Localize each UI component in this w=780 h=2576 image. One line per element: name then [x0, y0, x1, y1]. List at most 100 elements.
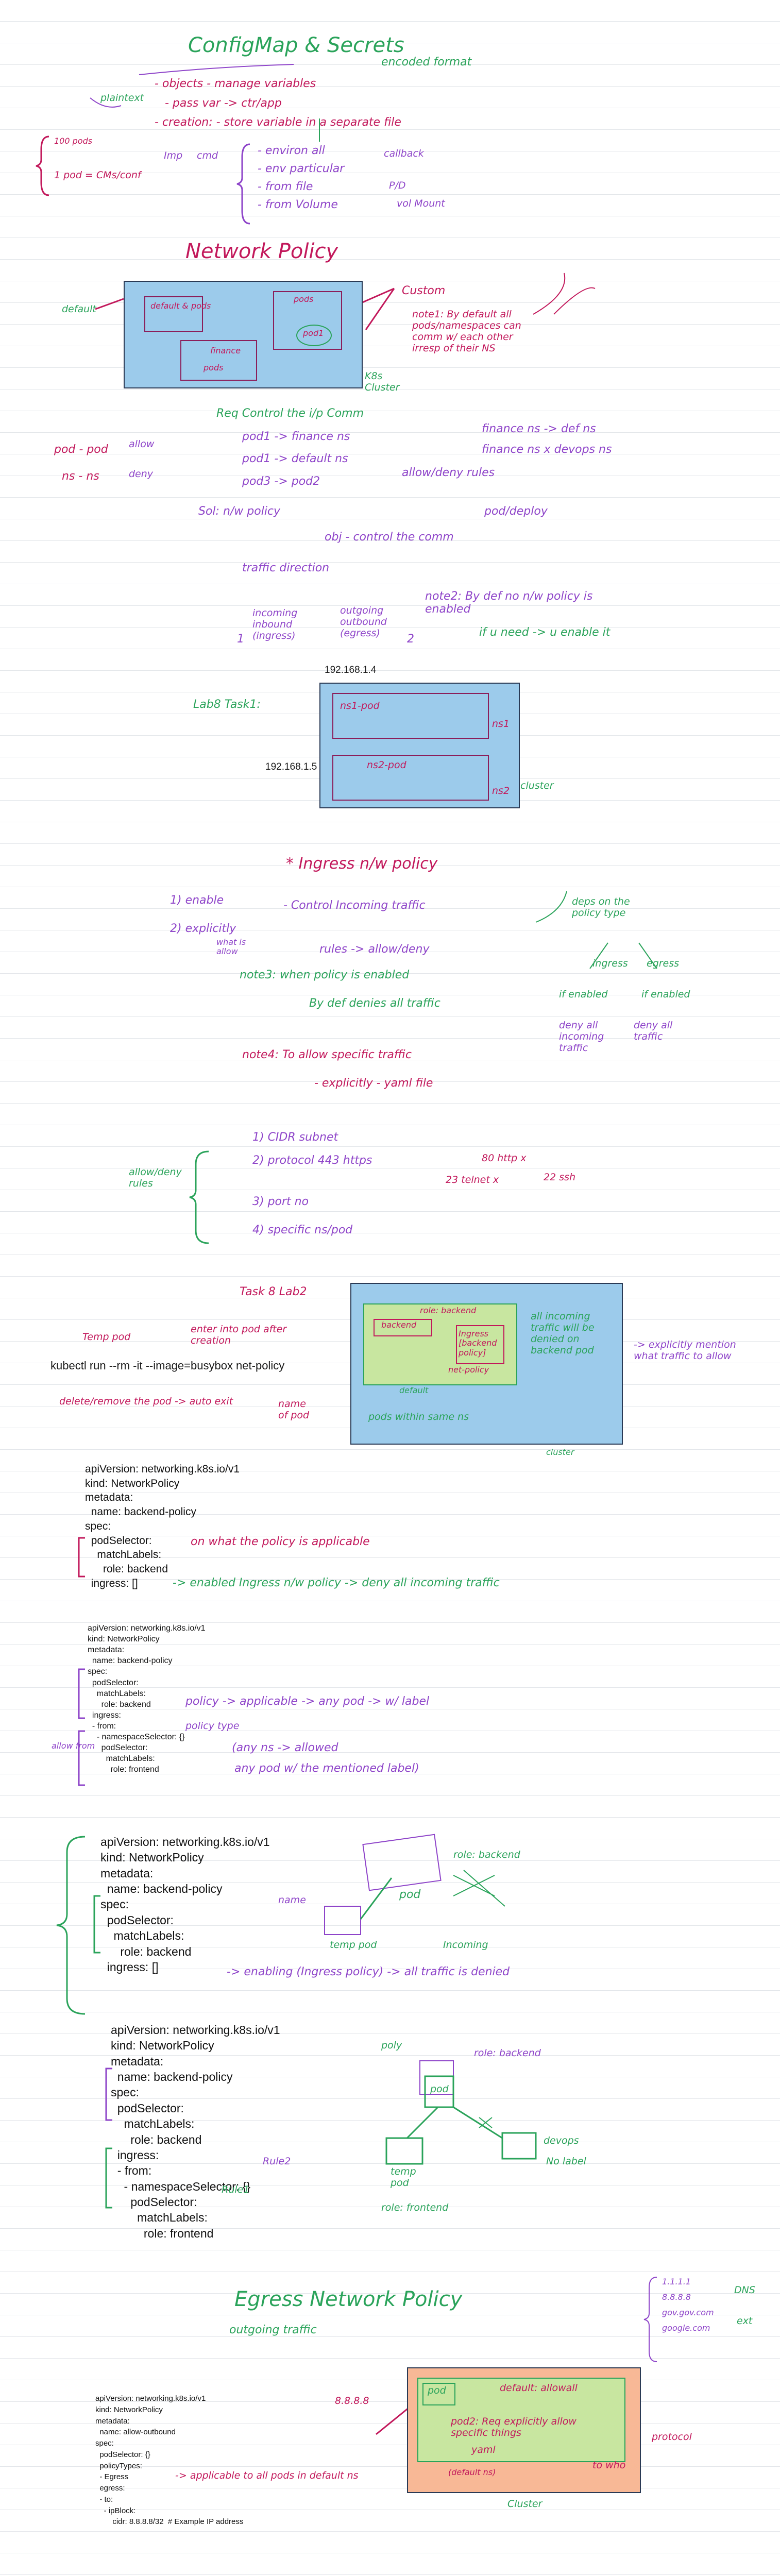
lab2-title: Task 8 Lab2 [240, 1285, 307, 1298]
yaml4-rule2: Rule2 [263, 2156, 291, 2167]
ingress-deny-all-out: deny all traffic [634, 1020, 673, 1042]
lab8-ns1: ns1 [492, 718, 510, 730]
netpol-custom: Custom [402, 284, 446, 297]
netpol-finance-box [180, 340, 257, 381]
egress-yaml-block: apiVersion: networking.k8s.io/v1 kind: N… [95, 2393, 243, 2528]
yaml4-line: - namespaceSelector: {} [111, 2179, 251, 2193]
egress-applicable: -> applicable to all pods in default ns [175, 2470, 359, 2481]
netpol-default-label: default [62, 303, 96, 315]
yaml4-line: name: backend-policy [111, 2070, 233, 2084]
configmap-plaintext: plaintext [100, 92, 144, 104]
egress-ips: 1.1.1.1 [662, 2277, 691, 2286]
yaml2-block: apiVersion: networking.k8s.io/v1 kind: N… [88, 1623, 206, 1775]
yaml3-line: ingress: [] [100, 1960, 159, 1974]
yaml4-line: kind: NetworkPolicy [111, 2039, 214, 2053]
lab2-enter: enter into pod after creation [191, 1324, 287, 1346]
lab2-name-pod: name of pod [278, 1398, 310, 1421]
egress-line: apiVersion: networking.k8s.io/v1 [95, 2394, 206, 2403]
netpol-deny: deny [129, 468, 154, 480]
egress-line: - to: [95, 2495, 113, 2504]
yaml3-block: apiVersion: networking.k8s.io/v1 kind: N… [100, 1834, 270, 1975]
yaml2-line: podSelector: [88, 1743, 148, 1753]
lab8-ip-top: 192.168.1.4 [325, 665, 377, 675]
yaml1-block: apiVersion: networking.k8s.io/v1 kind: N… [85, 1462, 240, 1590]
ingress-explicit-yaml: - explicitly - yaml file [314, 1077, 433, 1090]
netpol-note2: note2: By def no n/w policy is enabled [425, 590, 593, 616]
yaml4-line: spec: [111, 2086, 139, 2099]
lab8-ns2pod: ns2-pod [367, 759, 406, 771]
netpol-incoming: incoming inbound (ingress) [252, 607, 298, 641]
netpol-pod1-def: pod1 -> default ns [242, 452, 348, 465]
yaml1-line: ingress: [] [85, 1577, 138, 1589]
netpol-note1: note1: By default all pods/namespaces ca… [412, 309, 521, 354]
egress-yaml: yaml [471, 2444, 496, 2455]
ingress-bydef: By def denies all traffic [309, 997, 440, 1010]
yaml3-ann: -> enabling (Ingress policy) -> all traf… [227, 1965, 510, 1978]
yaml2-line: matchLabels: [88, 1689, 146, 1698]
egress-line: metadata: [95, 2416, 130, 2426]
ingress-title: * Ingress n/w policy [286, 855, 438, 873]
configmap-env-all: - environ all [258, 144, 325, 157]
egress-line: podSelector: {} [95, 2450, 150, 2459]
ingress-egress: egress [647, 958, 680, 969]
yaml3-role-backend: role: backend [453, 1849, 520, 1860]
lab2-backend-pod [374, 1319, 432, 1336]
egress-pod-box [422, 2383, 455, 2405]
lab2-temp-pod: Temp pod [82, 1331, 131, 1343]
yaml4-line: role: frontend [111, 2226, 214, 2240]
egress-pod2: pod2: Req explicitly allow specific thin… [451, 2416, 576, 2438]
lab8-title: Lab8 Task1: [193, 698, 261, 711]
ingress-ingress: ingress [592, 958, 628, 969]
yaml4-temp-pod: temp pod [391, 2166, 416, 2189]
yaml3-line: metadata: [100, 1866, 154, 1880]
lab8-ns1-box [332, 693, 489, 739]
yaml2-line: name: backend-policy [88, 1656, 173, 1666]
egress-line: kind: NetworkPolicy [95, 2405, 163, 2414]
yaml2-ann4: any pod w/ the mentioned label) [234, 1762, 419, 1775]
yaml4-devops: devops [544, 2135, 579, 2146]
egress-outgoing: outgoing traffic [229, 2324, 317, 2336]
ingress-control: - Control Incoming traffic [283, 899, 426, 912]
yaml2-line: kind: NetworkPolicy [88, 1635, 160, 1644]
lab2-net-policy: net-policy [448, 1365, 489, 1375]
ingress-r2: 2) protocol 443 https [252, 1154, 372, 1167]
configmap-from-file: - from file [258, 180, 313, 193]
lab2-ingress-backend: Ingress [backend policy] [459, 1329, 497, 1358]
netpol-obj: obj - control the comm [325, 531, 454, 544]
yaml2-line: apiVersion: networking.k8s.io/v1 [88, 1624, 206, 1633]
yaml1-line: spec: [85, 1520, 111, 1532]
yaml4-block: apiVersion: networking.k8s.io/v1 kind: N… [111, 2022, 280, 2241]
yaml4-line: matchLabels: [111, 2117, 195, 2131]
configmap-objects: - objects - manage variables [155, 77, 316, 90]
egress-default-ns [417, 2378, 625, 2462]
yaml2-line: - from: [88, 1721, 116, 1731]
ingress-note4: note4: To allow specific traffic [242, 1048, 412, 1061]
netpol-pods-fin: pods [204, 363, 224, 372]
yaml2-line: - namespaceSelector: {} [88, 1733, 185, 1742]
yaml1-line: metadata: [85, 1492, 133, 1504]
netpol-pod1 [296, 325, 332, 346]
lab2-delete: delete/remove the pod -> auto exit [59, 1396, 233, 1407]
netpol-pod1-fin: pod1 -> finance ns [242, 430, 350, 443]
egress-line: cidr: 8.8.8.8/32 # Example IP address [95, 2517, 244, 2527]
yaml2-ann2: policy type [185, 1720, 240, 1732]
egress-line: policyTypes: [95, 2461, 142, 2470]
yaml3-line: apiVersion: networking.k8s.io/v1 [100, 1835, 270, 1849]
ingress-r2d: 22 ssh [544, 1172, 576, 1183]
lab2-command: kubectl run --rm -it --image=busybox net… [50, 1359, 285, 1372]
netpol-fin-dev: finance ns x devops ns [482, 443, 612, 456]
lab2-ingress-box [456, 1325, 504, 1364]
yaml3-line: spec: [100, 1897, 129, 1911]
lab8-ip-left: 192.168.1.5 [265, 761, 317, 772]
ingress-allow-deny-rules: allow/deny rules [129, 1166, 182, 1189]
configmap-from-volume: - from Volume [258, 198, 338, 211]
configmap-encoded: encoded format [381, 56, 472, 69]
configmap-creation: - creation: - store variable in a separa… [155, 116, 401, 129]
yaml4-no-label: No label [546, 2156, 586, 2167]
yaml2-line: role: frontend [88, 1765, 159, 1774]
yaml2-line: ingress: [88, 1710, 121, 1720]
configmap-hundred-pods: 100 pods [54, 136, 93, 146]
yaml1-ann2: -> enabled Ingress n/w policy -> deny al… [173, 1577, 500, 1589]
ingress-what-allow: what is allow [216, 937, 246, 957]
yaml3-line: matchLabels: [100, 1929, 184, 1943]
